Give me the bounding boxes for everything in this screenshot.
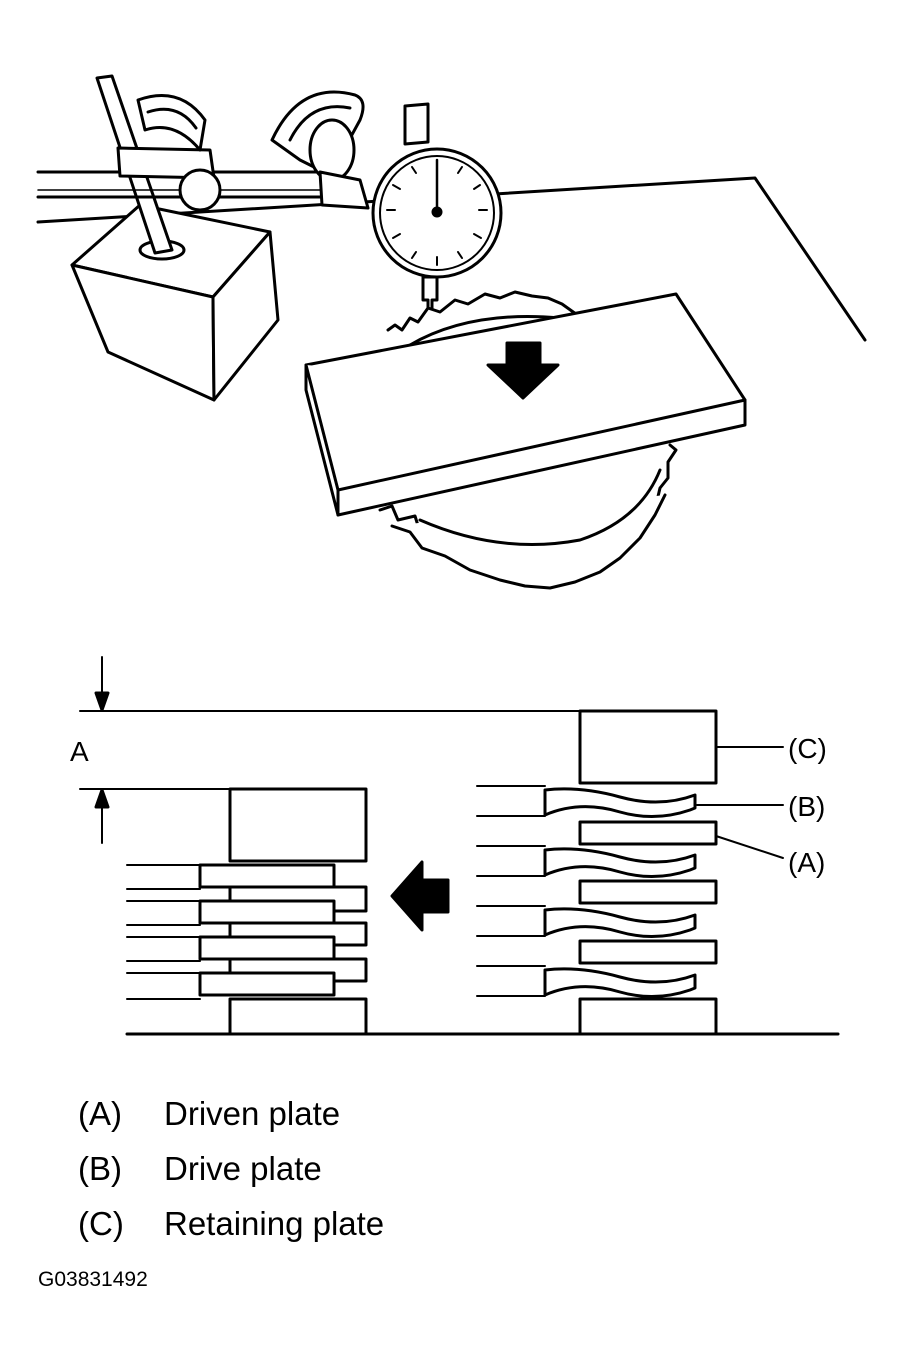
dial-gauge-illustration xyxy=(36,74,867,590)
wavy-drive-plate xyxy=(543,967,697,999)
post-clamp xyxy=(116,94,222,212)
legend-key: (A) xyxy=(78,1095,122,1132)
legend-desc: Drive plate xyxy=(164,1150,322,1187)
driven-plate xyxy=(198,935,336,961)
compress-arrow xyxy=(390,860,450,932)
driven-plate xyxy=(578,879,718,905)
wavy-drive-plate xyxy=(543,787,697,819)
press-block xyxy=(304,292,747,517)
callout-retaining-plate: (C) xyxy=(788,733,827,764)
driven-plate-ends xyxy=(126,864,201,1000)
callout-drive-plate: (B) xyxy=(788,791,825,822)
legend-row-b: (B) Drive plate xyxy=(78,1149,322,1189)
press-arrow xyxy=(486,341,560,400)
legend-key: (B) xyxy=(78,1150,122,1187)
base-plate xyxy=(228,997,368,1036)
dimension-label: A xyxy=(70,736,89,767)
figure-id: G03831492 xyxy=(38,1268,148,1291)
work-table xyxy=(36,176,867,342)
gauge-stem xyxy=(403,102,430,146)
legend-row-a: (A) Driven plate xyxy=(78,1094,340,1134)
relaxed-stack xyxy=(476,709,718,1036)
magnetic-base xyxy=(70,203,280,402)
callout-leaders xyxy=(696,746,784,859)
legend-desc: Retaining plate xyxy=(164,1205,385,1242)
plate-stack-section: A xyxy=(70,656,840,1036)
driven-plate xyxy=(578,939,718,965)
base-plate xyxy=(578,997,718,1036)
driven-plate-ends xyxy=(476,785,546,997)
dial-gauge xyxy=(371,102,503,320)
wavy-drive-plate xyxy=(543,907,697,939)
arm-clamp xyxy=(270,90,370,210)
legend-row-c: (C) Retaining plate xyxy=(78,1204,384,1244)
dimension-arrows xyxy=(94,656,110,844)
driven-plate xyxy=(198,863,336,889)
retaining-plate xyxy=(578,709,718,785)
wavy-drive-plate xyxy=(543,847,697,879)
compressed-stack xyxy=(126,787,368,1036)
driven-plate xyxy=(578,820,718,846)
driven-plate xyxy=(198,899,336,925)
legend-desc: Driven plate xyxy=(164,1095,341,1132)
legend-key: (C) xyxy=(78,1205,124,1242)
retaining-plate xyxy=(228,787,368,863)
callout-driven-plate: (A) xyxy=(788,847,825,878)
driven-plate xyxy=(198,971,336,997)
